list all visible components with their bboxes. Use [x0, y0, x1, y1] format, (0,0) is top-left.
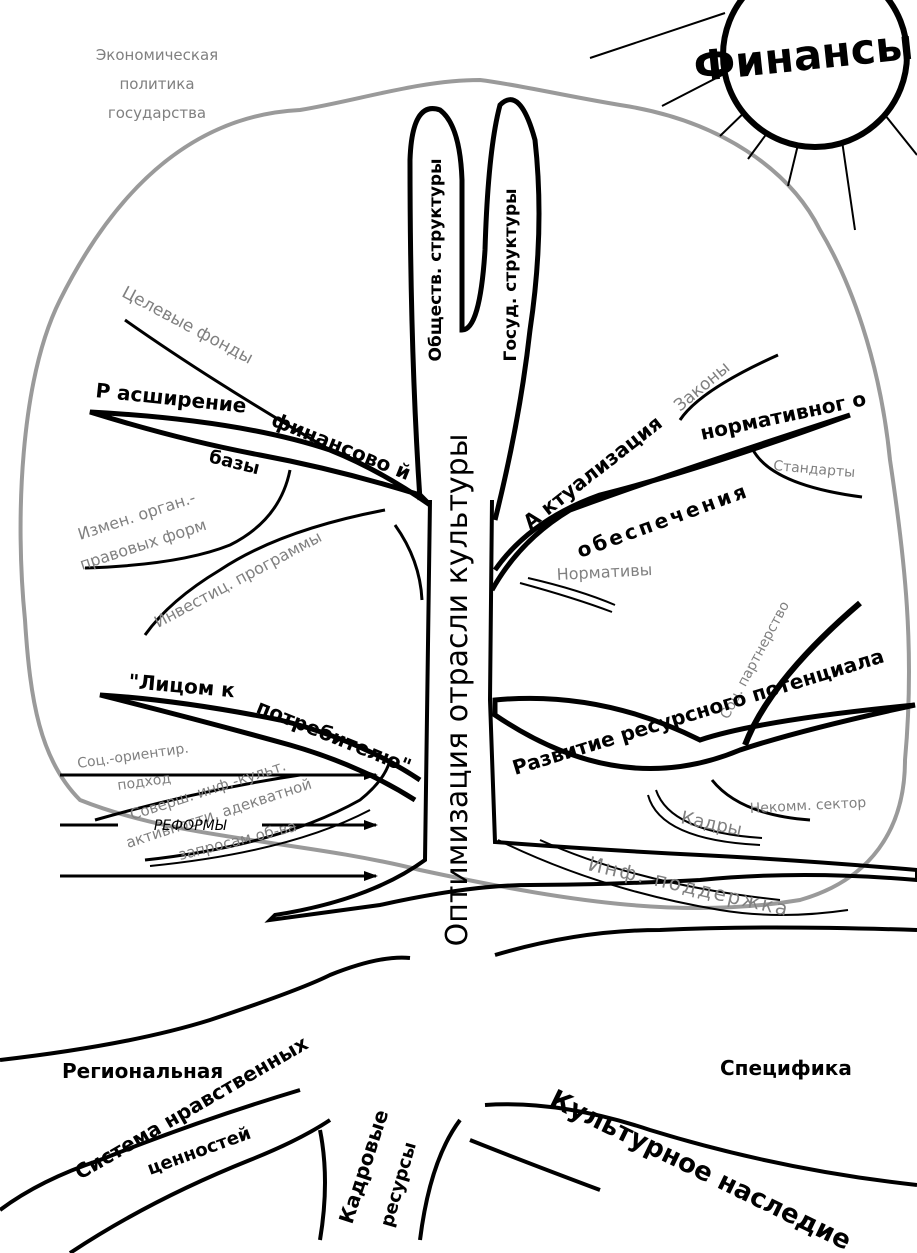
ground-right: [495, 928, 917, 956]
noncommercial-label: Некомм. сектор: [749, 795, 866, 817]
norms-label: Нормативы: [556, 560, 653, 584]
trunk-label: Оптимизация отрасли культуры: [440, 434, 475, 947]
social-approach-label-1: Соц.-ориентир.: [76, 740, 189, 771]
trunk-join-left-upper: [395, 525, 422, 600]
regulation-label-3: обеспечения: [574, 478, 753, 563]
top-branch-left-label: Обществ. структуры: [426, 159, 446, 362]
ground-left: [0, 958, 410, 1060]
economic-policy-label-1: Экономическая: [96, 46, 218, 64]
top-branch-right-label: Госуд. структуры: [501, 189, 521, 362]
reforms-label: РЕФОРМЫ: [154, 818, 227, 834]
specifics-label: Специфика: [720, 1056, 852, 1080]
regional-label: Региональная: [62, 1059, 223, 1083]
personnel-root-label-2: ресурсы: [377, 1140, 421, 1230]
laws-label: Законы: [670, 358, 734, 416]
economic-policy-label-2: политика: [119, 75, 194, 93]
target-funds-label: Целевые фонды: [118, 283, 256, 369]
personnel-sub-label: Кадры: [679, 807, 744, 840]
economic-policy-label-3: государства: [108, 104, 206, 122]
